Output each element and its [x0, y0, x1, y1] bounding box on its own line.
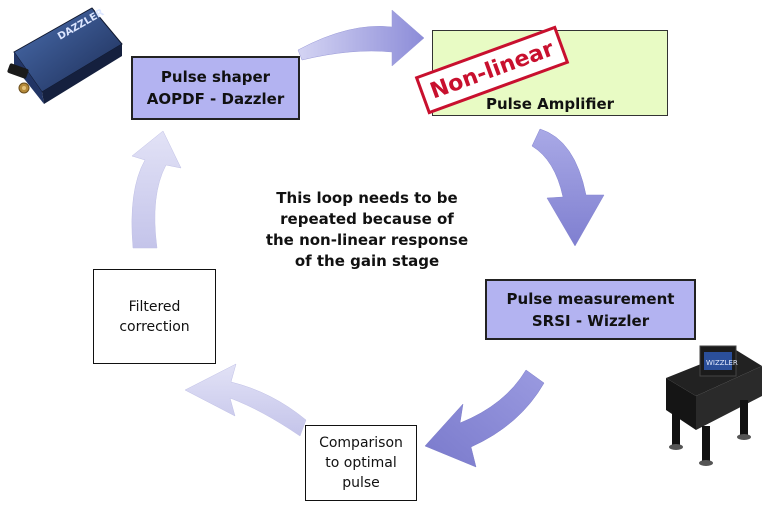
comparison-line-3: pulse	[342, 475, 380, 491]
wizzler-label: WIZZLER	[706, 359, 738, 367]
pulse-shaper-box: Pulse shaper AOPDF - Dazzler	[131, 56, 300, 120]
arrow-amplifier-to-measurement	[531, 128, 605, 247]
center-note-line-4: of the gain stage	[294, 252, 440, 270]
center-note-line-2: repeated because of	[280, 210, 454, 228]
dazzler-device-image: DAZZLER	[7, 7, 123, 104]
arrow-filtered-to-shaper	[131, 130, 182, 249]
filtered-line-1: Filtered	[128, 298, 181, 315]
filtered-correction-box: Filtered correction	[93, 269, 216, 364]
center-note-line-1: This loop needs to be	[276, 189, 458, 207]
amplifier-title: Pulse Amplifier	[485, 95, 615, 113]
arrow-comparison-to-filtered	[184, 363, 307, 437]
pulse-measurement-box: Pulse measurement SRSI - Wizzler	[485, 279, 696, 340]
comparison-line-2: to optimal	[325, 455, 397, 471]
pulse-measurement-subtitle: SRSI - Wizzler	[531, 311, 650, 330]
comparison-box: Comparison to optimal pulse	[305, 425, 417, 501]
arrow-shaper-to-amplifier	[297, 9, 425, 67]
pulse-measurement-title: Pulse measurement	[506, 289, 675, 308]
comparison-line-1: Comparison	[319, 435, 403, 451]
pulse-shaper-title: Pulse shaper	[160, 68, 271, 86]
center-note: This loop needs to be repeated because o…	[244, 188, 490, 272]
pulse-shaper-subtitle: AOPDF - Dazzler	[146, 90, 285, 108]
wizzler-device-image: WIZZLER	[666, 345, 762, 466]
center-note-line-3: the non-linear response	[265, 231, 469, 249]
filtered-line-2: correction	[119, 318, 190, 335]
arrow-measurement-to-comparison	[424, 369, 545, 468]
